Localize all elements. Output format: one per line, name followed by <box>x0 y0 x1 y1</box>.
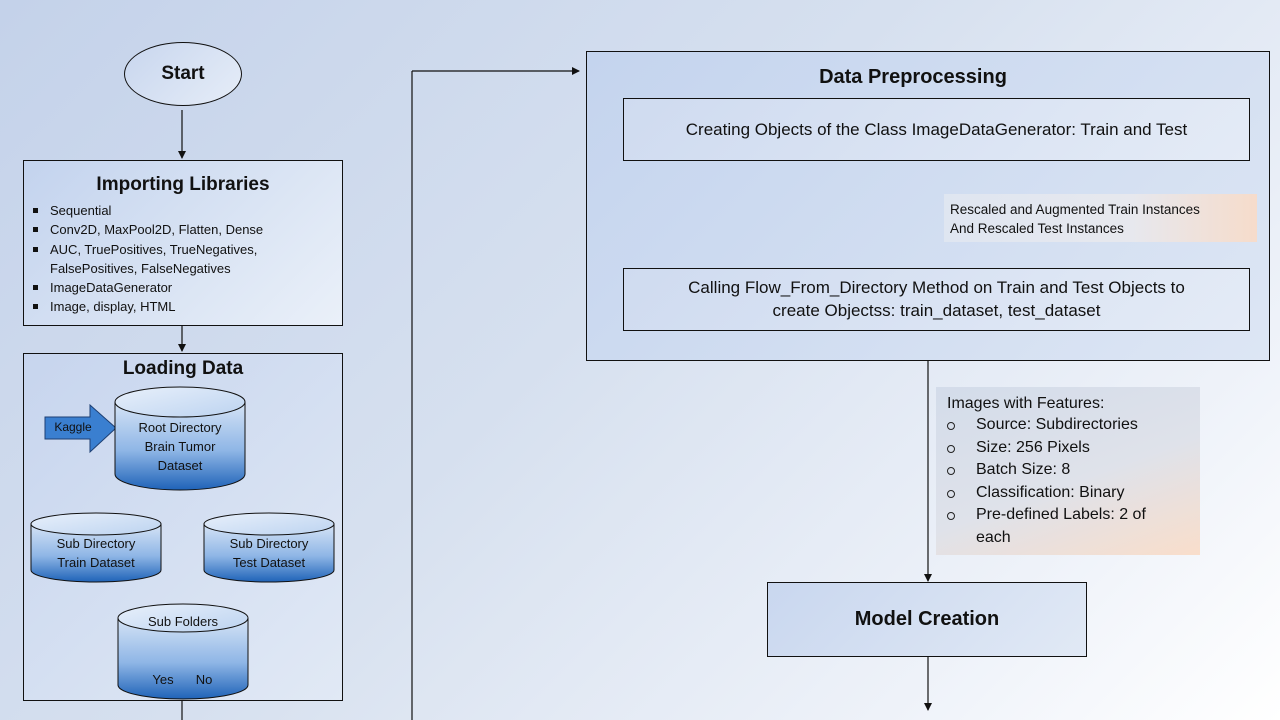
no-label: No <box>195 672 213 687</box>
model-creation-box: Model Creation <box>767 582 1087 657</box>
library-item: AUC, TruePositives, TrueNegatives, False… <box>24 240 294 279</box>
flow-from-directory-step: Calling Flow_From_Directory Method on Tr… <box>623 268 1250 331</box>
root-directory-line1: Root Directory <box>138 420 222 435</box>
train-directory-line1: Sub Directory <box>56 536 136 551</box>
train-directory-label: Sub Directory Train Dataset <box>30 534 162 572</box>
flow-step-line1: Calling Flow_From_Directory Method on Tr… <box>688 278 1185 297</box>
model-creation-title: Model Creation <box>854 608 1000 630</box>
train-directory-line2: Train Dataset <box>57 555 135 570</box>
sub-folders-label: Sub Folders <box>147 614 219 629</box>
rescaling-note-line1: Rescaled and Augmented Train Instances <box>950 202 1200 217</box>
root-directory-cylinder <box>114 386 246 491</box>
kaggle-arrow-icon <box>44 404 117 454</box>
library-item: Image, display, HTML <box>24 297 294 316</box>
image-features-heading: Images with Features: <box>947 395 1105 412</box>
image-features-note: Images with Features: Source: Subdirecto… <box>936 387 1200 555</box>
library-item: Conv2D, MaxPool2D, Flatten, Dense <box>24 220 294 239</box>
kaggle-label: Kaggle <box>54 420 92 434</box>
feature-item: Size: 256 Pixels <box>936 437 1176 460</box>
root-directory-label: Root Directory Brain Tumor Dataset <box>114 418 246 475</box>
importing-libraries-title: Importing Libraries <box>96 174 270 195</box>
train-directory-cylinder <box>30 512 162 583</box>
data-preprocessing-title: Data Preprocessing <box>819 66 1007 88</box>
flow-step-line2: create Objectss: train_dataset, test_dat… <box>772 301 1101 320</box>
rescaling-note-line2: And Rescaled Test Instances <box>950 221 1124 236</box>
create-objects-step: Creating Objects of the Class ImageDataG… <box>623 98 1250 161</box>
feature-item: Pre-defined Labels: 2 of each <box>936 504 1176 549</box>
start-label: Start <box>161 63 205 84</box>
library-item: Sequential <box>24 201 294 220</box>
create-objects-text: Creating Objects of the Class ImageDataG… <box>685 119 1188 139</box>
test-directory-cylinder <box>203 512 335 583</box>
library-list: Sequential Conv2D, MaxPool2D, Flatten, D… <box>24 201 294 317</box>
importing-libraries-box: Importing Libraries Sequential Conv2D, M… <box>23 160 343 326</box>
start-node: Start <box>124 42 242 106</box>
test-directory-line2: Test Dataset <box>232 555 306 570</box>
feature-item: Batch Size: 8 <box>936 459 1176 482</box>
root-directory-line2: Brain Tumor <box>144 439 216 454</box>
loading-data-title: Loading Data <box>122 358 244 379</box>
root-directory-line3: Dataset <box>157 458 203 473</box>
library-item: ImageDataGenerator <box>24 278 294 297</box>
feature-item: Source: Subdirectories <box>936 414 1176 437</box>
feature-item: Classification: Binary <box>936 482 1176 505</box>
sub-folders-cylinder <box>117 603 249 700</box>
image-features-list: Source: Subdirectories Size: 256 Pixels … <box>936 414 1176 549</box>
test-directory-label: Sub Directory Test Dataset <box>203 534 335 572</box>
rescaling-note: Rescaled and Augmented Train Instances A… <box>944 194 1257 242</box>
test-directory-line1: Sub Directory <box>229 536 309 551</box>
yes-label: Yes <box>152 672 174 687</box>
